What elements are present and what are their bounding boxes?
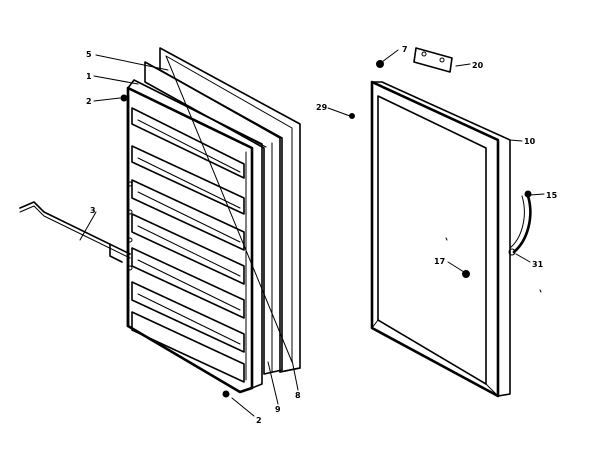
callout-2-bottom: 2 [256,416,262,425]
door-liner-rail [126,94,133,328]
screw-icon [120,94,230,398]
right-leader-lines [327,49,545,293]
callout-29: 29 [316,103,328,112]
fastener-icon [349,60,470,278]
callout-17: 17 [434,257,445,266]
door-gasket-inner [144,61,283,375]
callout-2: 2 [86,97,92,106]
callout-15: 15 [546,191,558,200]
callout-8: 8 [295,391,301,400]
callout-1: 1 [86,72,92,81]
door-shelves [131,107,245,383]
callout-9: 9 [275,405,281,414]
callout-5: 5 [86,50,92,59]
callout-10: 10 [524,137,536,146]
door-liner-panel [126,79,267,394]
callout-3: 3 [90,206,96,215]
callout-31: 31 [532,260,544,269]
callout-20: 20 [472,61,484,70]
door-outer-panel [370,80,511,398]
callout-7: 7 [402,45,408,54]
left-leader-lines [79,54,299,417]
hinge-bracket [413,47,453,73]
shelf-retainer-bar [19,201,131,263]
door-handle [508,190,532,256]
